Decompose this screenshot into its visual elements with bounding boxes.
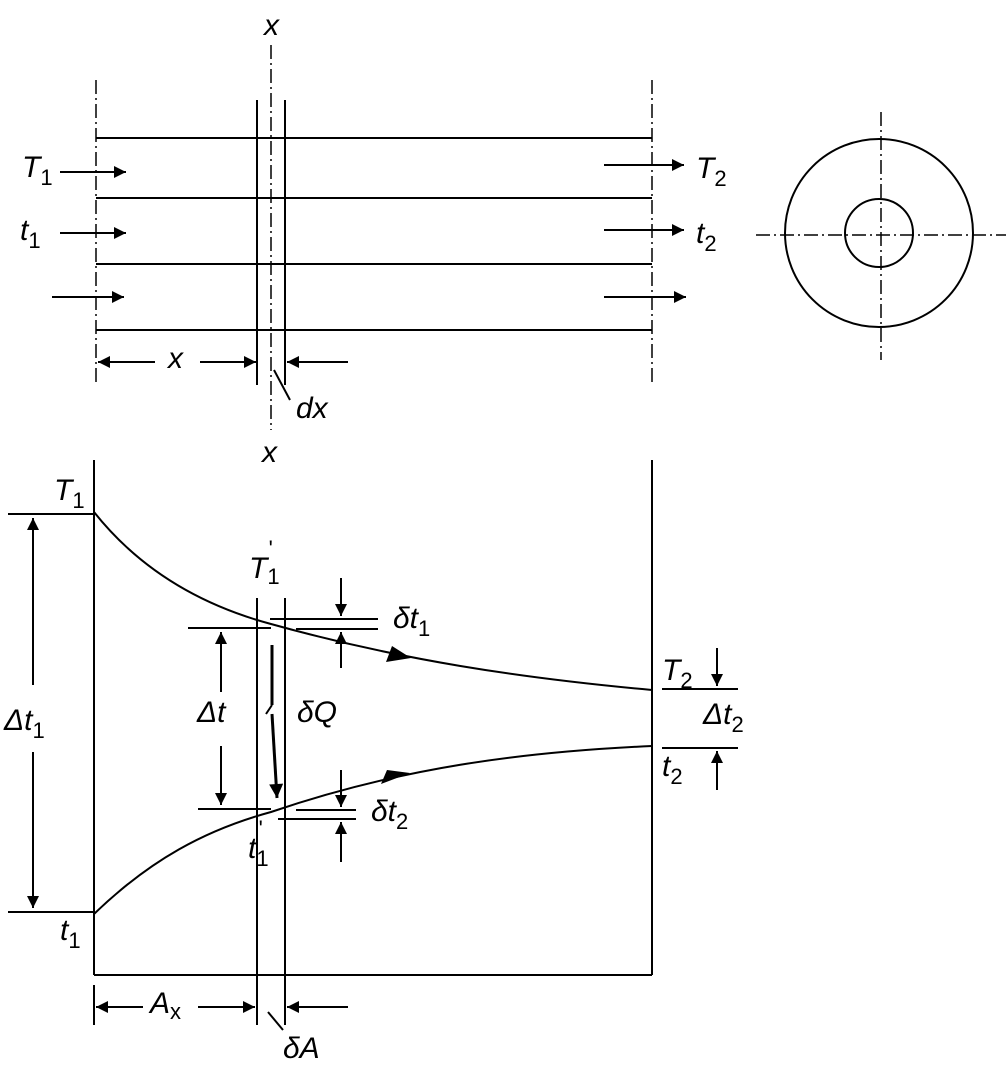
temperature-profile: T1 t1 Δt1 T1' t1' Δt δQ δt1 δt2 T2 Δt2 t… [3,460,744,1065]
label-t2-outlet: t2 [696,217,717,256]
label-t1-inlet: t1 [20,214,41,253]
label-delta-Q: δQ [297,696,337,729]
label-T2-outlet: T2 [696,152,727,191]
label-x-distance: x [166,342,184,375]
heat-flow-arrow [269,713,284,799]
tube-schematic: x T1 t1 T2 t2 x dx x [20,9,727,469]
graph-label-T1: T1 [54,474,85,513]
graph-label-t2: t2 [662,750,683,789]
label-delta-t1: Δt1 [3,704,45,743]
inner-tube-circle [844,198,914,268]
hot-fluid-curve [93,511,653,691]
section-label-top: x [262,9,280,42]
dx-leader [273,369,291,401]
outer-tube-circle [784,138,974,328]
label-delta-t: Δt [196,696,227,729]
label-delta-t2: Δt2 [702,698,744,737]
graph-label-T2: T2 [662,654,693,693]
label-small-dt2: δt2 [371,795,408,834]
heat-flow-break [265,704,273,715]
graph-label-t1: t1 [60,914,81,953]
label-T1-prime: T1' [249,536,280,589]
label-small-dt1: δt1 [393,602,430,641]
cold-fluid-curve [93,745,653,915]
label-delta-A: δA [283,1032,320,1065]
cold-curve-flow-arrow [381,770,410,784]
hot-curve-flow-arrow [386,646,411,662]
label-T1-inlet: T1 [22,151,53,190]
label-A-x: Ax [148,987,181,1024]
dA-leader [267,1011,284,1031]
label-t1-prime: t1' [248,816,269,871]
tube-cross-section [756,112,1006,360]
section-label-bottom: x [260,436,278,469]
label-dx: dx [296,392,329,425]
